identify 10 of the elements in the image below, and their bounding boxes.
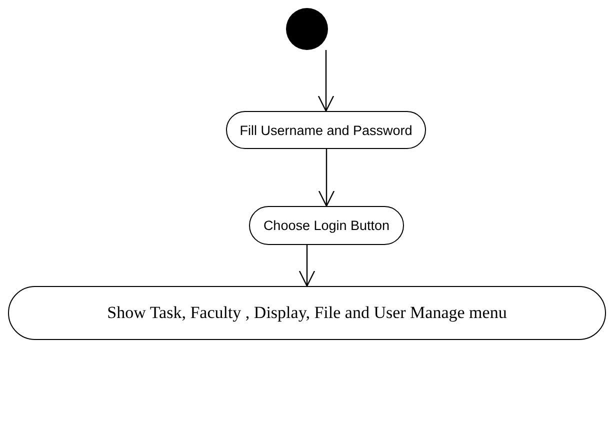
activity-node — [226, 111, 426, 149]
arrow — [298, 245, 316, 287]
arrow — [318, 149, 335, 207]
activity-label: Choose Login Button — [263, 218, 390, 233]
activity-label: Show Task, Faculty , Display, File and User Manage menu — [107, 303, 507, 323]
arrow — [318, 50, 334, 112]
activity-node — [249, 206, 404, 245]
activity-label: Fill Username and Password — [240, 122, 412, 138]
activity-node — [8, 286, 606, 340]
start-node — [286, 8, 328, 50]
